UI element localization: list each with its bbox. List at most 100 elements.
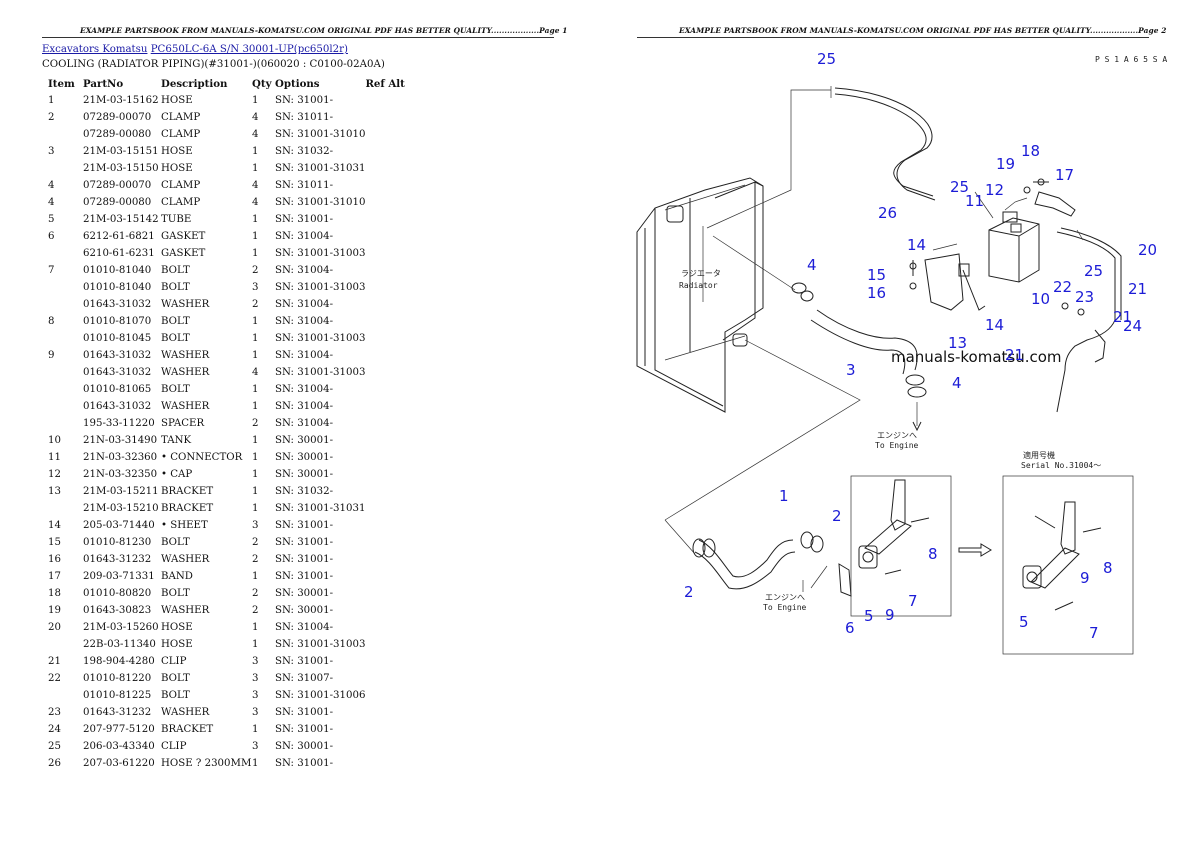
cell-options: SN: 31004- [275,265,334,276]
cell-partno: 07289-00070 [83,180,152,191]
cell-qty: 1 [252,639,259,650]
cell-qty: 1 [252,758,259,769]
cell-qty: 3 [252,282,259,293]
cell-partno: 01643-30823 [83,605,152,616]
callout-number: 25 [817,50,836,68]
cell-description: SPACER [161,418,205,429]
banner-divider [637,37,1149,38]
cell-item: 24 [48,724,61,735]
cell-options: SN: 31004- [275,231,334,242]
cell-options: SN: 31032- [275,486,334,497]
callout-number: 4 [952,374,962,392]
cell-qty: 1 [252,401,259,412]
cell-options: SN: 31004- [275,316,334,327]
cell-item: 12 [48,469,61,480]
cell-description: WASHER [161,605,210,616]
cell-description: WASHER [161,401,210,412]
cell-options: SN: 31001- [275,537,334,548]
cell-options: SN: 31001- [275,554,334,565]
callout-number: 22 [1053,278,1072,296]
serial-label-en: Serial No.31004～ [1021,461,1101,470]
cell-qty: 2 [252,537,259,548]
cell-item: 14 [48,520,61,531]
callout-number: 4 [807,256,817,274]
column-header-item: Item [48,78,75,90]
cell-qty: 1 [252,622,259,633]
cell-description: CLIP [161,741,187,752]
breadcrumb-category-link[interactable]: Excavators Komatsu [42,44,148,55]
cell-item [42,636,83,653]
cell-options: SN: 30001- [275,741,334,752]
cell-options: SN: 31001-31031 [275,163,366,174]
cell-item: 8 [48,316,55,327]
cell-ref-alt [365,143,425,160]
callout-number: 20 [1138,241,1157,259]
cell-partno: 21M-03-15210 [83,503,159,514]
cell-item: 5 [48,214,55,225]
cell-description: BOLT [161,265,190,276]
cell-description: CLAMP [161,180,201,191]
cell-qty: 1 [252,95,259,106]
cell-item [42,296,83,313]
cell-ref-alt [365,211,425,228]
cell-item: 16 [48,554,61,565]
cell-options: SN: 30001- [275,605,334,616]
cell-partno: 01010-81230 [83,537,152,548]
cell-item: 3 [48,146,55,157]
cell-qty: 4 [252,367,259,378]
cell-description: HOSE [161,95,193,106]
cell-qty: 1 [252,384,259,395]
breadcrumb: Excavators Komatsu PC650LC-6A S/N 30001-… [42,44,348,55]
cell-options: SN: 31001-31003 [275,639,366,650]
page-right: EXAMPLE PARTSBOOK FROM MANUALS-KOMATSU.C… [595,0,1190,842]
cell-qty: 1 [252,146,259,157]
cell-description: HOSE [161,146,193,157]
callout-number: 2 [684,583,694,601]
cell-partno: 21M-03-15150 [83,163,159,174]
breadcrumb-model-link[interactable]: PC650LC-6A S/N 30001-UP(pc650l2r) [150,44,348,55]
cell-partno: 195-33-11220 [83,418,155,429]
callout-number: 26 [878,204,897,222]
cell-description: GASKET [161,231,206,242]
cell-ref-alt [365,755,425,772]
cell-ref-alt [365,721,425,738]
cell-ref-alt [365,619,425,636]
cell-description: WASHER [161,367,210,378]
cell-item: 6 [48,231,55,242]
cell-qty: 2 [252,554,259,565]
callout-number: 19 [996,155,1015,173]
cell-partno: 21N-03-32350 [83,469,158,480]
cell-options: SN: 30001- [275,588,334,599]
column-header-qty: Qty [252,78,272,90]
cell-options: SN: 31001-31003 [275,367,366,378]
to-engine-label-jp: エンジンへ [877,431,917,440]
cell-ref-alt [365,670,425,687]
cell-item: 1 [48,95,55,106]
cell-ref-alt [365,602,425,619]
cell-options: SN: 31001- [275,707,334,718]
cell-item: 4 [48,180,55,191]
cell-qty: 1 [252,435,259,446]
cell-ref-alt [365,500,425,517]
cell-options: SN: 31001- [275,656,334,667]
cell-item: 17 [48,571,61,582]
reservoir-tank-drawing [974,191,1040,283]
cell-partno: 01643-31032 [83,367,152,378]
callout-number: 9 [885,606,895,624]
